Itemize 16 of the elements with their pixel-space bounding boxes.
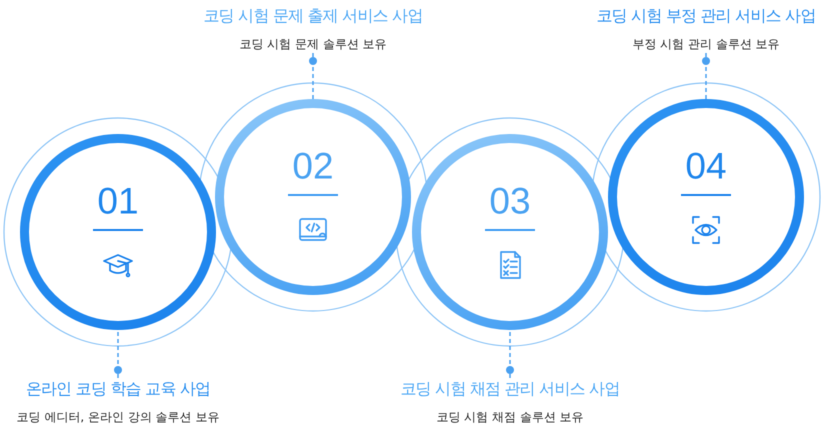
leader-line bbox=[309, 53, 317, 99]
service-title: 온라인 코딩 학습 교육 사업 bbox=[26, 378, 210, 400]
service-description: 부정 시험 관리 솔루션 보유 bbox=[632, 36, 780, 53]
step-number: 03 bbox=[489, 182, 531, 220]
service-title: 코딩 시험 채점 관리 서비스 사업 bbox=[400, 378, 620, 400]
service-description: 코딩 시험 문제 솔루션 보유 bbox=[239, 36, 387, 53]
step-number: 04 bbox=[685, 148, 727, 184]
leader-line bbox=[702, 53, 710, 99]
step-number: 02 bbox=[292, 148, 334, 184]
service-title: 코딩 시험 문제 출제 서비스 사업 bbox=[203, 5, 423, 27]
service-description: 코딩 시험 채점 솔루션 보유 bbox=[436, 409, 584, 426]
step-number: 01 bbox=[97, 182, 139, 220]
leader-line bbox=[506, 330, 514, 378]
service-title: 코딩 시험 부정 관리 서비스 사업 bbox=[596, 5, 816, 27]
service-description: 코딩 에디터, 온라인 강의 솔루션 보유 bbox=[16, 409, 220, 426]
leader-line bbox=[114, 330, 122, 378]
